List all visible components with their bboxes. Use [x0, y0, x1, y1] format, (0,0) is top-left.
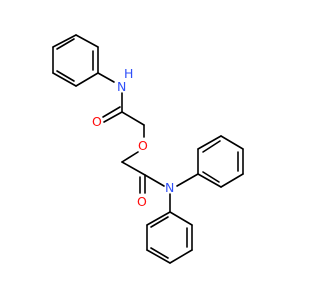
ether-linker: [121, 151, 165, 194]
atom-label-o-ether: O: [138, 138, 148, 153]
atom-label-o-carbonyl-bottom: O: [137, 194, 147, 209]
molecule-drawing: N H O O O N: [52, 34, 244, 264]
phenyl-ring-right: [176, 135, 244, 188]
phenyl-ring-bottom: [146, 193, 193, 264]
amide-linker-top: [97, 72, 145, 138]
phenyl-ring-top: [52, 34, 99, 87]
atom-label-h-amide: H: [124, 66, 133, 81]
structure-diagram: N H O O O N: [52, 34, 244, 264]
atom-label-n-amide: N: [117, 79, 126, 94]
atom-label-n-diphenyl: N: [165, 180, 174, 195]
atom-label-o-carbonyl-top: O: [92, 114, 102, 129]
